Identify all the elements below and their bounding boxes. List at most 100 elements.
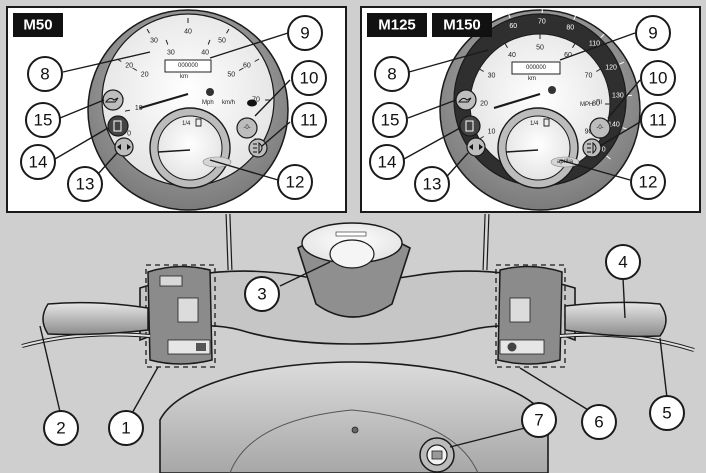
left-needle (139, 92, 189, 110)
svg-text:11: 11 (300, 111, 318, 130)
left-speed-label-0: 0 (127, 131, 131, 138)
right-speed-label-4: 50 (536, 45, 544, 52)
callout-4: 4 (605, 244, 641, 280)
left-speed-label-6: 60 (243, 63, 251, 70)
left-inner-label-tick-1 (132, 67, 138, 71)
callout-8-right: 8 (374, 56, 410, 92)
right-outer-label-tick-2 (573, 15, 577, 20)
svg-text:10: 10 (649, 69, 668, 88)
left-inner-label-tick-2 (165, 39, 169, 45)
left-unit-bottom: km/h (222, 100, 235, 106)
right-outer-label-tick-6 (622, 127, 628, 130)
svg-text:14: 14 (378, 153, 397, 172)
right-fuel-label: 1/4 (530, 121, 539, 127)
right-speed-label-tick-2 (479, 68, 484, 72)
svg-text:1: 1 (121, 419, 130, 438)
callout-12-left: 12 (277, 164, 313, 200)
left-turn-signal-light (114, 137, 134, 157)
right-model-tag-2: M150 (432, 13, 492, 37)
svg-text:6: 6 (594, 413, 603, 432)
left-speed-label-2: 20 (125, 63, 133, 70)
right-outer-label-5: 130 (612, 93, 624, 100)
right-outer-label-2: 80 (566, 25, 574, 32)
right-outer-label-3: 110 (589, 41, 600, 48)
callout-9-right: 9 (635, 15, 671, 51)
svg-text:9: 9 (300, 24, 309, 43)
callout-14-left: 14 (20, 144, 56, 180)
left-fuel-icon (195, 118, 202, 127)
callout-6: 6 (581, 404, 617, 440)
right-outer-label-6: 140 (608, 121, 620, 128)
svg-text:4: 4 (618, 253, 627, 272)
svg-text:2: 2 (56, 419, 65, 438)
right-odometer (511, 61, 561, 75)
left-inner-label-0: 10 (135, 105, 143, 112)
right-grip (564, 301, 667, 338)
left-fuel-reserve-light (107, 115, 129, 137)
right-speed-label-tick-5 (572, 43, 576, 48)
right-unit-bottom: MPH (580, 102, 593, 108)
right-model-tag-1: M125 (367, 13, 427, 37)
right-outer-label-tick-0 (508, 13, 511, 19)
left-needle-hub (206, 88, 214, 96)
callout-9-left: 9 (287, 15, 323, 51)
left-model-tag: M50 (13, 13, 63, 37)
left-highbeam-light (248, 138, 268, 158)
left-speed-label-tick-6 (254, 58, 260, 62)
left-oil-light (102, 89, 124, 111)
svg-text:3: 3 (257, 285, 266, 304)
right-speed-label-5: 60 (564, 52, 572, 59)
right-needle-hub (548, 86, 556, 94)
svg-text:14: 14 (29, 153, 48, 172)
right-speed-label-7: 80 (592, 101, 600, 108)
left-inner-label-tick-4 (238, 67, 244, 71)
svg-text:12: 12 (286, 173, 305, 192)
right-turn-signal-light (466, 137, 486, 157)
left-inner-scale: 10 20 30 40 50 (124, 39, 244, 112)
callout-8-left: 8 (27, 56, 63, 92)
callout-11-right: 11 (640, 102, 676, 138)
right-speed-label-tick-3 (504, 43, 508, 48)
body-screw (351, 426, 359, 434)
svg-text:M150: M150 (443, 17, 481, 34)
right-outer-label-1: 70 (538, 19, 546, 26)
svg-text:15: 15 (381, 111, 400, 130)
left-odometer-value: 000000 (178, 63, 199, 69)
right-speed-label-8: 90 (585, 129, 593, 136)
left-speed-label-3: 30 (150, 38, 158, 45)
left-unit-inner: Mph (202, 100, 214, 106)
right-switch-block (497, 265, 563, 365)
callout-1: 1 (108, 410, 144, 446)
svg-text:11: 11 (649, 111, 667, 130)
callout-5: 5 (649, 395, 685, 431)
right-outer-label-4: 120 (605, 64, 617, 71)
right-oil-light (455, 89, 477, 111)
svg-text:13: 13 (76, 175, 95, 194)
callout-7: 7 (521, 402, 557, 438)
svg-text:M50: M50 (23, 17, 52, 34)
right-needle (493, 92, 541, 110)
ignition-switch (419, 437, 455, 473)
left-speed-label-tick-3 (146, 28, 150, 34)
svg-text:12: 12 (639, 173, 658, 192)
left-switch-block (147, 265, 213, 365)
svg-text:7: 7 (534, 411, 543, 430)
svg-text:10: 10 (300, 69, 319, 88)
left-inner-label-4: 50 (227, 72, 235, 79)
left-indicator-led (247, 99, 257, 107)
right-fuel-icon (543, 118, 550, 127)
left-inner-label-tick-0 (124, 109, 130, 112)
callout-10-right: 10 (640, 60, 676, 96)
right-outer-label-tick-7 (606, 155, 611, 160)
svg-text:-0-: -0- (596, 125, 603, 131)
left-inner-label-3: 40 (201, 50, 209, 57)
callout-13-left: 13 (67, 166, 103, 202)
callout-12-right: 12 (630, 164, 666, 200)
left-grip (42, 301, 149, 336)
left-engine-light (236, 117, 258, 139)
right-fuel-reserve-light (459, 115, 481, 137)
right-unit-extra: ΠΙ (596, 100, 602, 106)
svg-text:13: 13 (423, 175, 442, 194)
